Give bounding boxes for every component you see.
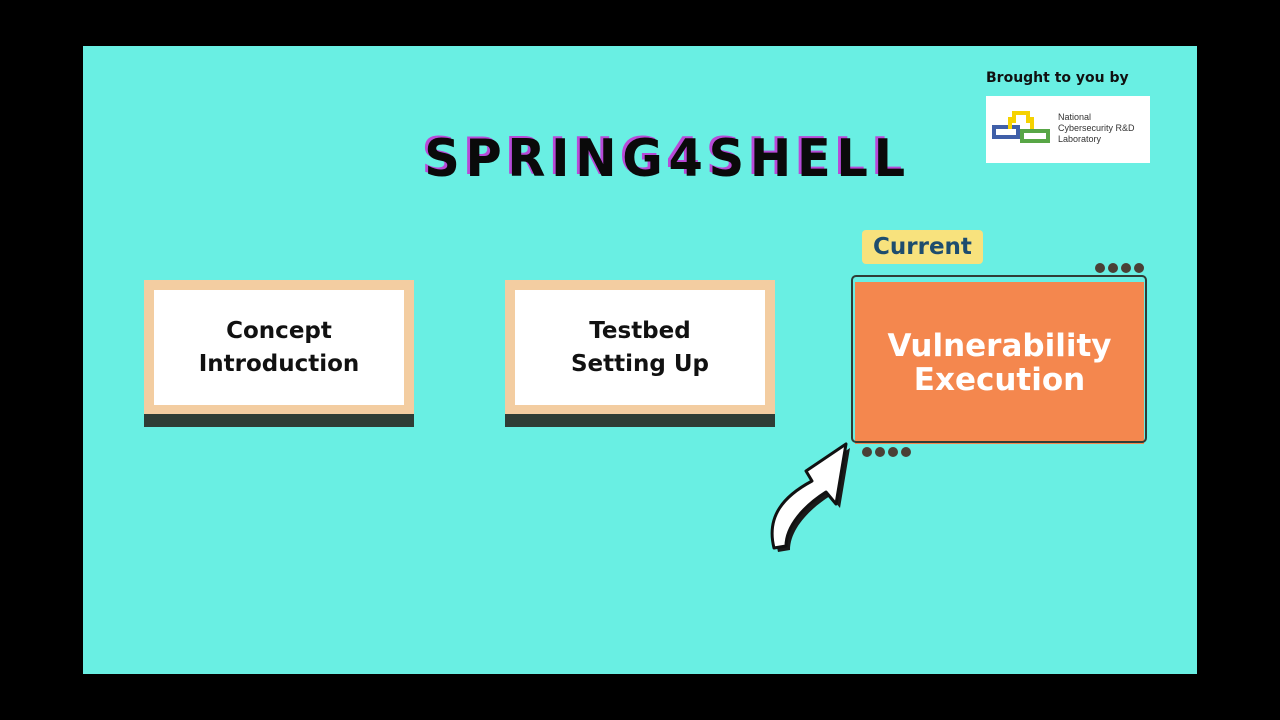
step-card-vulnerability-execution: Vulnerability Execution: [855, 282, 1144, 444]
step-card-shadow-bar: [505, 414, 775, 427]
logo-line-1: National: [1058, 112, 1092, 122]
step-label-line: Testbed: [589, 317, 691, 344]
brought-to-you-label: Brought to you by: [986, 70, 1129, 86]
step-label-line: Vulnerability: [887, 328, 1112, 364]
ncl-logo-icon: [992, 111, 1050, 143]
step-card-shadow-bar: [144, 414, 414, 427]
logo-line-3: Laboratory: [1058, 134, 1102, 144]
current-badge: Current: [862, 230, 983, 264]
step-card-concept-introduction: Concept Introduction: [144, 280, 414, 427]
step-card-inner: Concept Introduction: [154, 290, 404, 405]
page-title: SPRING4SHELL: [424, 129, 911, 189]
step-card-inner: Testbed Setting Up: [515, 290, 765, 405]
step-card-testbed-setting-up: Testbed Setting Up: [505, 280, 775, 427]
curved-arrow-icon: [770, 442, 850, 552]
ncl-logo: National Cybersecurity R&D Laboratory: [986, 96, 1150, 163]
current-step-outline: [851, 275, 1147, 443]
slide: Brought to you by National Cybersecurity…: [83, 46, 1197, 674]
logo-text: National Cybersecurity R&D Laboratory: [1058, 112, 1135, 145]
step-label-line: Execution: [913, 362, 1086, 398]
decorative-dots-top: [1095, 263, 1144, 273]
step-label-line: Introduction: [198, 350, 360, 377]
logo-line-2: Cybersecurity R&D: [1058, 123, 1135, 133]
step-label-line: Setting Up: [570, 350, 710, 377]
step-label-line: Concept: [226, 317, 332, 344]
decorative-dots-bottom: [862, 447, 911, 457]
